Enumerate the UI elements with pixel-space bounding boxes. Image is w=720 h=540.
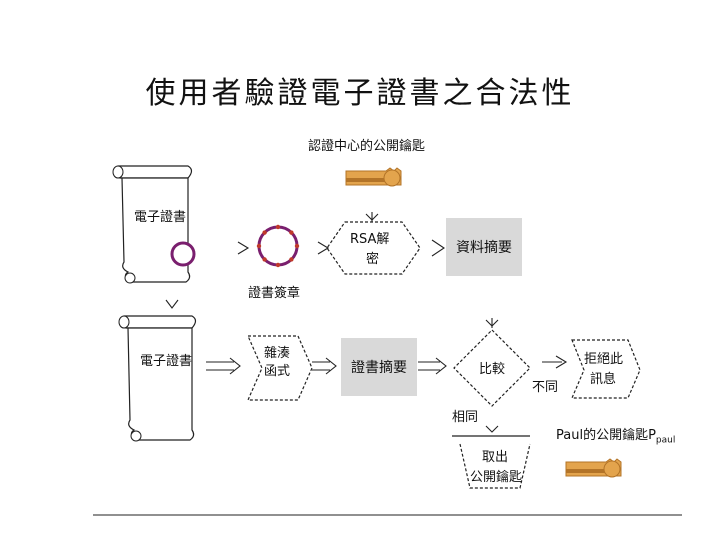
compare-label: 比較 [479, 362, 506, 377]
rsa-decrypt-hexagon [326, 221, 421, 275]
paul-key-label: Paul的公開鑰匙Ppaul [556, 428, 675, 449]
ca-key-icon [345, 167, 402, 187]
certificate-scroll-bottom [118, 315, 197, 442]
hash-label-2: 函式 [264, 364, 291, 379]
cert-bottom-label: 電子證書 [140, 354, 193, 369]
cert-signature-label: 證書簽章 [248, 286, 301, 301]
same-label: 相同 [452, 410, 479, 425]
compare-diamond [453, 329, 531, 407]
hash-function-shape [247, 335, 313, 401]
ca-public-key-label: 認證中心的公開鑰匙 [308, 139, 426, 154]
reject-shape [571, 339, 641, 399]
signature-seal-icon [256, 224, 300, 268]
certificate-seal-small [170, 241, 196, 267]
different-label: 不同 [532, 380, 559, 395]
paul-key-subscript: paul [655, 435, 676, 446]
cert-digest-label: 證書摘要 [351, 360, 407, 376]
extract-label-2: 公開鑰匙 [470, 470, 523, 485]
paul-key-icon [565, 458, 622, 478]
message-digest-label: 資料摘要 [456, 240, 512, 256]
cert-digest-box: 證書摘要 [341, 338, 417, 396]
message-digest-box: 資料摘要 [446, 218, 522, 276]
cert-top-label: 電子證書 [134, 210, 187, 225]
flow-arrows [165, 212, 568, 433]
reject-label-1: 拒絕此 [584, 352, 624, 367]
page-title: 使用者驗證電子證書之合法性 [145, 76, 575, 111]
rsa-label-2: 密 [366, 252, 380, 267]
hash-label-1: 雜湊 [264, 346, 291, 361]
extract-key-shape [452, 435, 531, 489]
paul-key-text: Paul的公開鑰匙P [556, 428, 656, 443]
rsa-label-1: RSA解 [350, 232, 390, 247]
reject-label-2: 訊息 [590, 372, 617, 387]
extract-label-1: 取出 [482, 450, 509, 465]
